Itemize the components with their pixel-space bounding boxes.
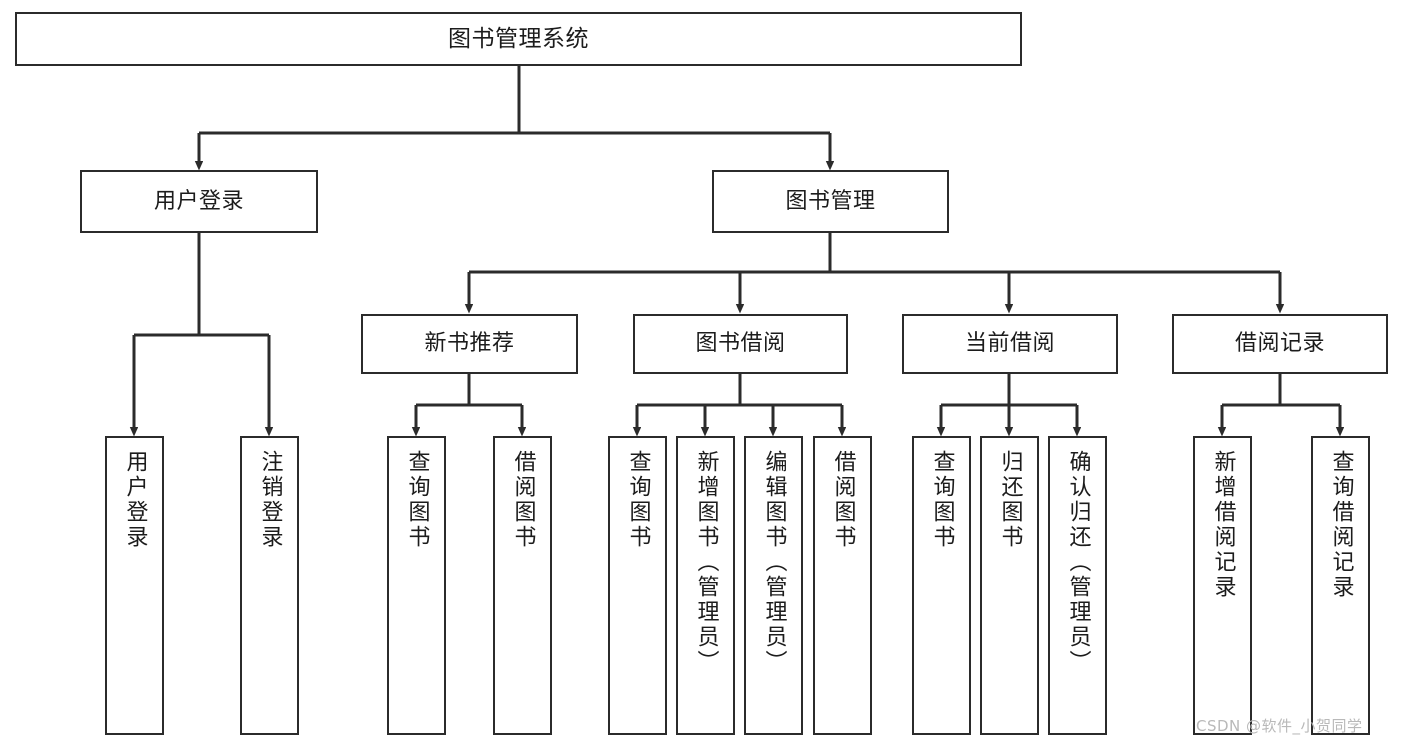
leaf-query-books-current[interactable]: 查询图书 [912,436,971,735]
node-user-login[interactable]: 用户登录 [80,170,318,233]
leaf-logout[interactable]: 注销登录 [240,436,299,735]
node-label: 新书推荐 [424,331,515,357]
leaf-confirm-return-admin[interactable]: 确认归还（管理员） [1048,436,1107,735]
leaf-query-books-borrow[interactable]: 查询图书 [608,436,667,735]
leaf-add-book-admin[interactable]: 新增图书（管理员） [676,436,735,735]
node-label: 图书管理 [785,188,876,214]
node-label: 查询借阅记录 [1328,450,1354,600]
node-label: 查询图书 [929,450,955,550]
node-label: 图书管理系统 [448,25,589,52]
node-book-borrowing[interactable]: 图书借阅 [633,314,848,374]
leaf-borrow-books[interactable]: 借阅图书 [813,436,872,735]
leaf-user-login[interactable]: 用户登录 [105,436,164,735]
node-root-book-management-system[interactable]: 图书管理系统 [15,12,1022,66]
leaf-query-borrow-record[interactable]: 查询借阅记录 [1311,436,1370,735]
leaf-query-books-new[interactable]: 查询图书 [387,436,446,735]
node-label: 借阅图书 [830,450,856,550]
node-label: 新增借阅记录 [1210,450,1236,600]
node-label: 查询图书 [625,450,651,550]
node-current-borrowing[interactable]: 当前借阅 [902,314,1118,374]
node-label: 借阅图书 [510,450,536,550]
node-label: 当前借阅 [964,331,1055,357]
node-label: 编辑图书（管理员） [761,450,787,675]
node-label: 注销登录 [257,450,283,550]
node-new-book-recommendation[interactable]: 新书推荐 [361,314,578,374]
node-label: 借阅记录 [1234,331,1325,357]
node-label: 新增图书（管理员） [693,450,719,675]
node-label: 归还图书 [997,450,1023,550]
node-book-management[interactable]: 图书管理 [712,170,949,233]
node-label: 图书借阅 [695,331,786,357]
node-label: 查询图书 [404,450,430,550]
leaf-return-books[interactable]: 归还图书 [980,436,1039,735]
node-label: 用户登录 [153,188,244,214]
leaf-borrow-books-new[interactable]: 借阅图书 [493,436,552,735]
leaf-add-borrow-record[interactable]: 新增借阅记录 [1193,436,1252,735]
node-label: 用户登录 [122,450,148,550]
node-label: 确认归还（管理员） [1065,450,1091,675]
leaf-edit-book-admin[interactable]: 编辑图书（管理员） [744,436,803,735]
node-borrow-records[interactable]: 借阅记录 [1172,314,1388,374]
